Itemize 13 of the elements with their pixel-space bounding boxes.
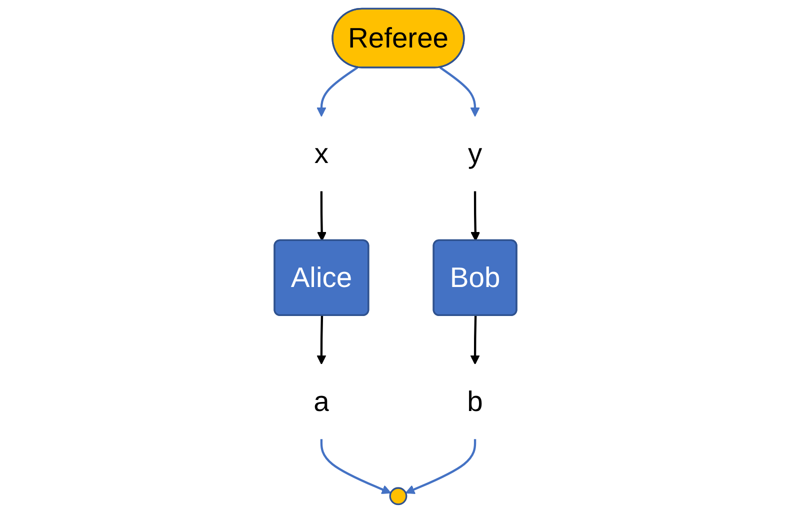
node-circle bbox=[389, 487, 408, 506]
arrow bbox=[320, 439, 392, 494]
node-text: b bbox=[467, 384, 483, 418]
node-text: a bbox=[314, 384, 330, 418]
arrow bbox=[439, 66, 480, 117]
arrow bbox=[316, 66, 358, 117]
arrow bbox=[405, 439, 476, 494]
node-text: y bbox=[468, 136, 482, 170]
arrow bbox=[470, 316, 480, 365]
arrow bbox=[317, 191, 327, 242]
arrow bbox=[470, 191, 480, 242]
node-text: x bbox=[314, 136, 329, 170]
arrow bbox=[316, 316, 326, 365]
